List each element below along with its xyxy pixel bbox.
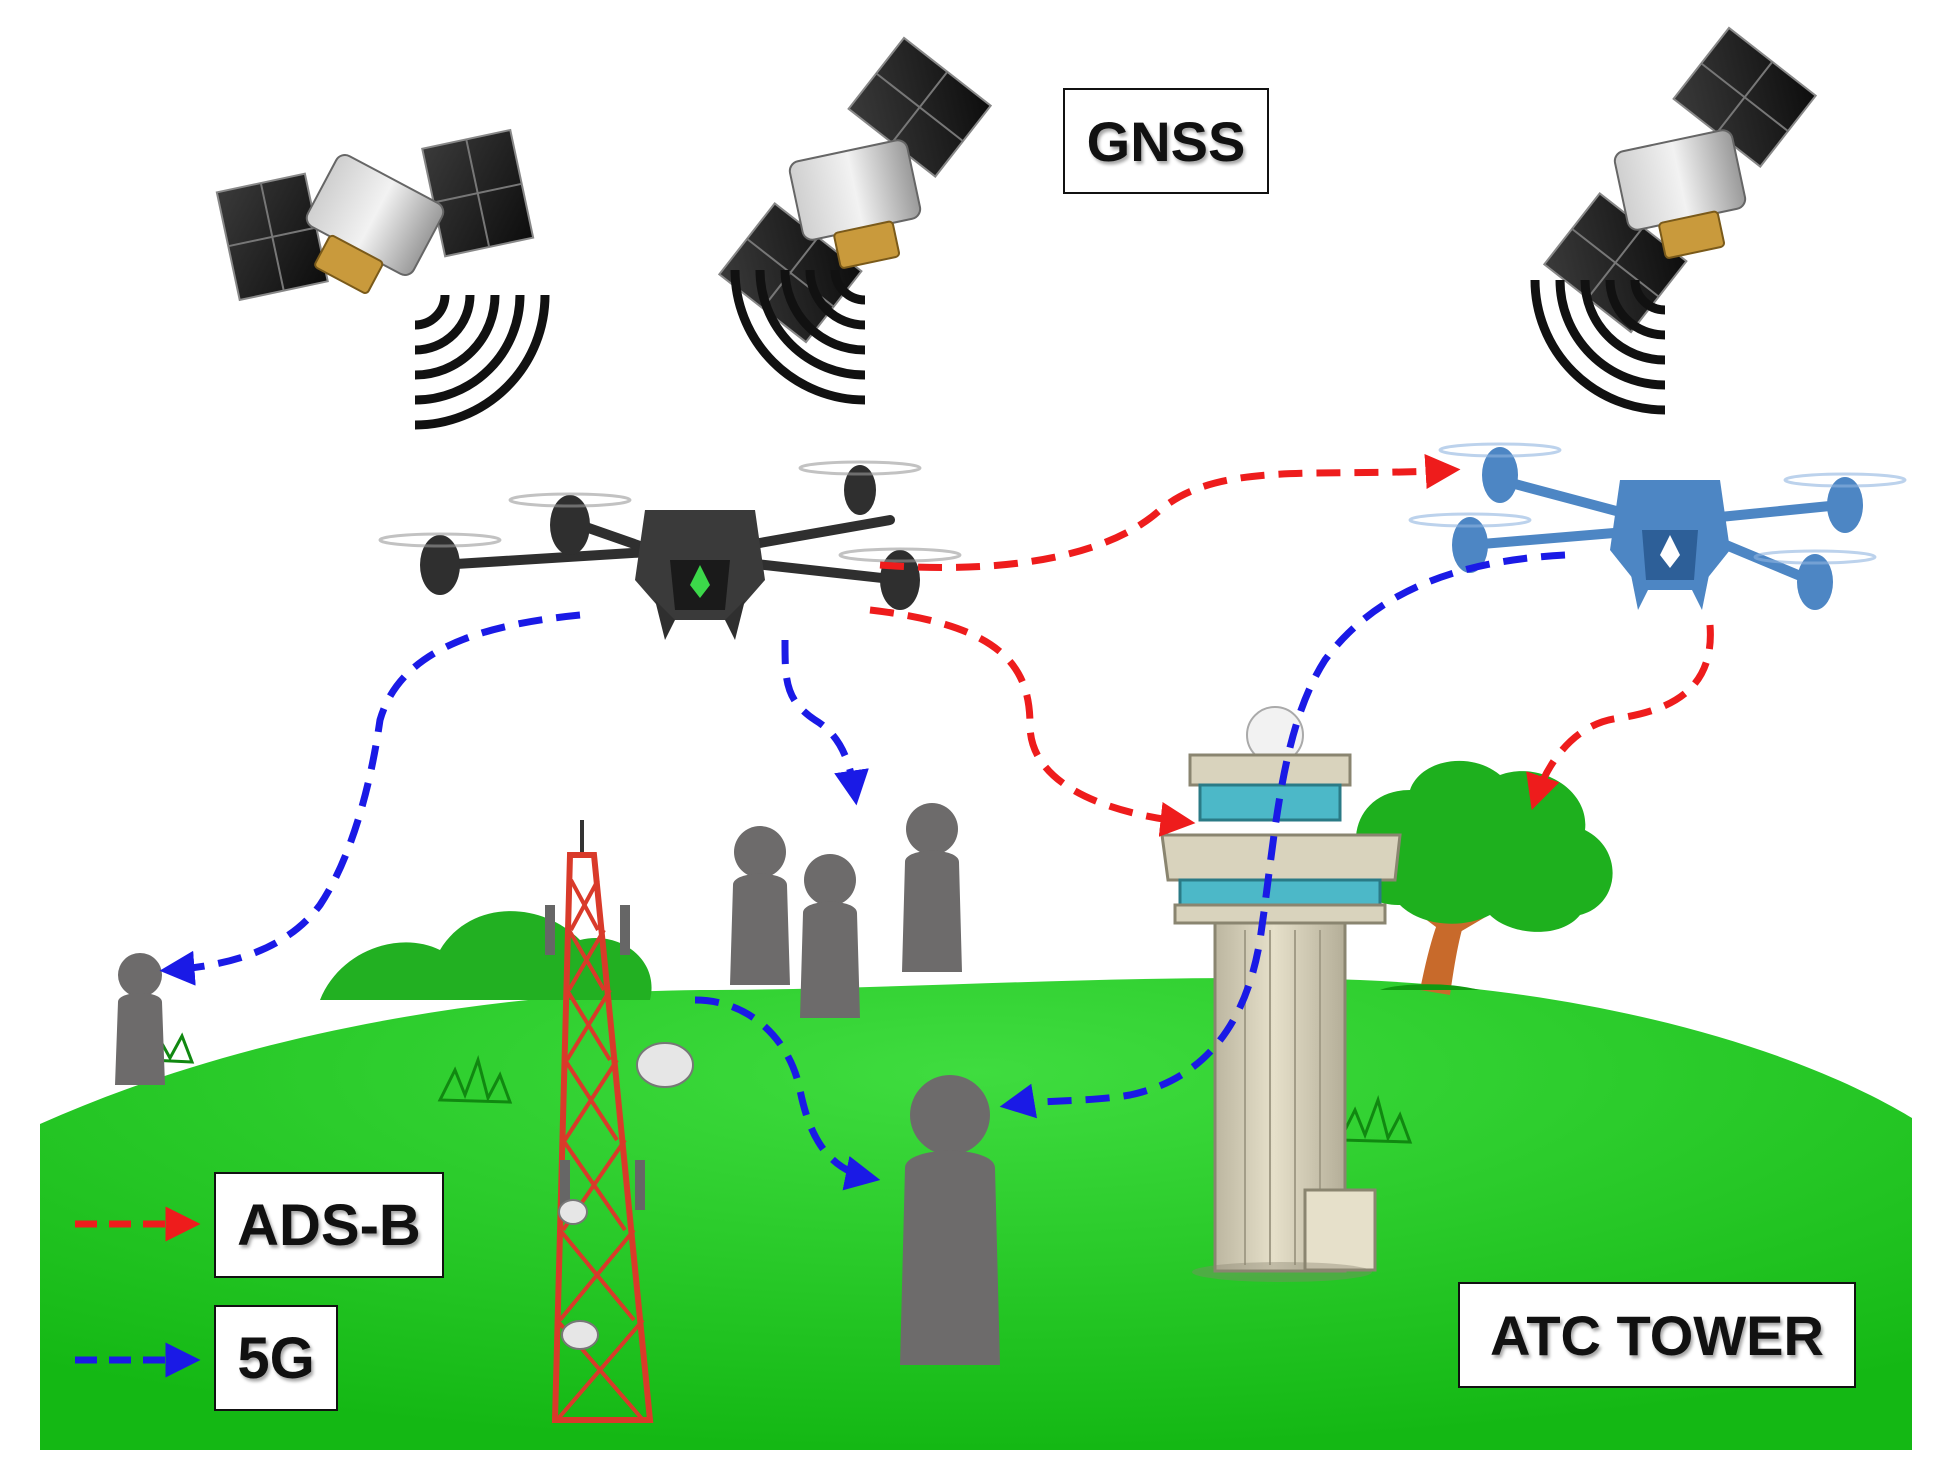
satellite-icon <box>1503 12 1857 415</box>
fiveg-legend-label: 5G <box>214 1305 338 1411</box>
atc-tower-icon <box>1160 706 1402 1282</box>
fiveg-link-tower-to-person <box>694 996 881 1191</box>
atc-tower-label: ATC TOWER <box>1458 1282 1856 1388</box>
fiveg-link-drone-to-group <box>781 639 869 806</box>
person-icon <box>900 1075 1000 1365</box>
adsb-links <box>869 454 1714 837</box>
person-icon <box>730 826 790 985</box>
adsb-link-blue-drone-to-atc <box>1526 624 1714 810</box>
satellite-icon <box>678 22 1032 405</box>
grass-tuft-left <box>437 1055 513 1104</box>
fiveg-link-drone-to-person <box>159 611 581 986</box>
adsb-legend-label: ADS-B <box>214 1172 444 1278</box>
drone-icon <box>378 460 962 640</box>
adsb-link-drone-to-drone <box>879 454 1461 572</box>
grass-tuft-right <box>1337 1095 1413 1144</box>
cell-tower-icon <box>545 820 694 1423</box>
fiveg-links <box>159 551 1566 1191</box>
gnss-label: GNSS <box>1063 88 1269 194</box>
fiveg-link-blue-drone-to-person <box>999 551 1566 1119</box>
person-icon <box>800 854 860 1018</box>
drone-icon <box>1408 442 1907 610</box>
adsb-link-drone-to-atc <box>869 606 1196 837</box>
satellite-icon <box>215 129 550 430</box>
person-icon <box>902 803 962 972</box>
person-icon <box>115 953 165 1085</box>
